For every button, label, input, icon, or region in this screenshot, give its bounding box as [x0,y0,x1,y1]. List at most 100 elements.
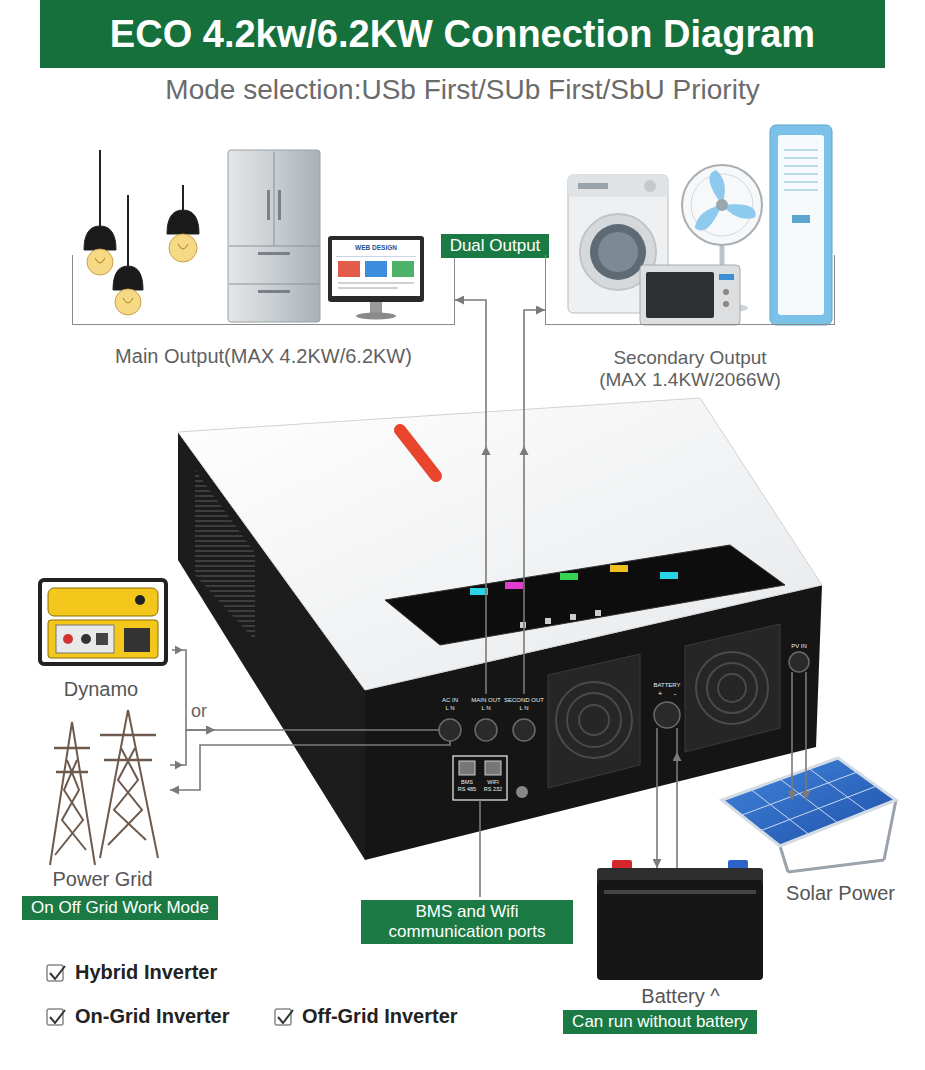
connector-arrow [805,752,807,800]
arrowhead [520,446,529,455]
washing-machine-icon [644,180,656,192]
connector-arrow [170,745,215,790]
screen-text: WEB DESIGN [355,245,397,252]
source-unit: Solar Power [772,800,905,912]
connector-arrow [170,730,215,765]
monitor-icon [356,313,396,320]
inverter-unit: AC INL NMAIN OUTL NSECOND OUTL NBATTERY+… [215,400,822,752]
inverter-body [789,652,809,672]
port-label: AC IN [442,697,458,703]
pendant-lamp [115,289,141,315]
storage-unit: Battery ^ [593,868,768,1008]
wire [656,728,658,752]
subtitle: Mode selection:USb First/SUb First/SbU P… [165,74,759,106]
air-conditioner-icon [792,215,810,223]
output-group: Main Output(MAX 4.2KW/6.2KW) [72,255,455,325]
pendant-lamp [113,266,143,290]
air-conditioner-icon [778,135,824,315]
inverter-body [567,693,621,747]
pendant-lamp [84,226,116,250]
solar-panel-icon [741,769,876,835]
port-label: WIFI [487,780,499,786]
unit-name: Power Grid [52,868,152,891]
wire [215,400,806,897]
checkbox-icon [50,1010,65,1023]
fridge-icon [228,150,320,322]
monitor-icon [370,302,382,314]
microwave-icon [640,265,740,325]
port-label: BATTERY [653,682,680,688]
wire [791,672,793,752]
feature-item: On-Grid Inverter [75,1005,229,1028]
pendant-lamp [84,150,199,315]
green-tag: Can run without battery [563,1010,757,1034]
power-tower-icon [100,735,156,760]
inverter-body [505,582,523,589]
fan-icon [682,165,762,245]
inverter-body [579,705,609,735]
connector-arrow [791,752,793,800]
inverter-body [707,663,757,713]
inverter-body [718,674,746,702]
inverter-body [560,573,578,580]
source-unit: Power Grid [35,706,170,892]
inverter-body [513,719,535,741]
inverter-body [595,610,601,616]
monitor-icon [338,287,398,289]
power-tower-icon [108,748,146,845]
group-heading: Main Output(MAX 4.2KW/6.2KW) [115,345,412,368]
inverter-body [545,618,551,624]
port-label: - [674,690,677,698]
inverter-body [685,624,780,752]
port-label: RS 232 [484,787,502,793]
generator-icon [56,625,114,653]
tag-text: Dual Output [450,236,541,256]
generator-icon [81,634,91,644]
wire [676,728,678,752]
inverter-body [696,652,768,724]
inverter-body [459,761,475,775]
power-tower-icon [50,722,95,865]
inverter-body [570,614,576,620]
pendant-lamp [167,210,199,234]
monitor-icon [365,261,387,277]
wire [215,741,450,745]
port-label: PV IN [791,643,807,649]
pendant-lamp [87,249,113,275]
battery-icon [597,880,763,980]
pendant-lamp [99,150,101,228]
wire [215,729,439,731]
battery-icon [597,860,763,980]
generator-icon [48,588,158,616]
generator-icon [96,633,108,645]
inverter-body [453,756,507,800]
fridge-icon [229,284,319,285]
inverter-body [475,719,497,741]
monitor-icon [328,236,424,302]
title-banner: ECO 4.2kw/6.2KW Connection Diagram [40,0,885,68]
power-tower-icon [50,710,158,865]
pendant-lamp [127,195,129,268]
solar-panel-icon [722,758,896,846]
washing-machine-icon [598,232,638,272]
pendant-lamp [123,298,133,303]
fridge-icon [229,246,319,247]
microwave-icon [646,272,714,318]
tag-text: Can run without battery [572,1012,748,1032]
fridge-icon [258,290,290,293]
source-unit: Dynamo [30,572,172,702]
connector-arrow [676,752,678,868]
checkbox-icon [50,966,65,979]
pendant-lamp [169,234,197,262]
port-label: BMS [461,780,473,786]
washing-machine-icon [590,224,646,280]
microwave-icon [640,265,740,325]
unit-name: Dynamo [64,678,138,701]
pendant-lamp [95,258,105,263]
wire [805,672,807,752]
pendant-lamp [182,185,184,212]
monitor-icon [392,261,414,277]
battery-icon [604,890,756,894]
generator-icon [135,595,145,605]
